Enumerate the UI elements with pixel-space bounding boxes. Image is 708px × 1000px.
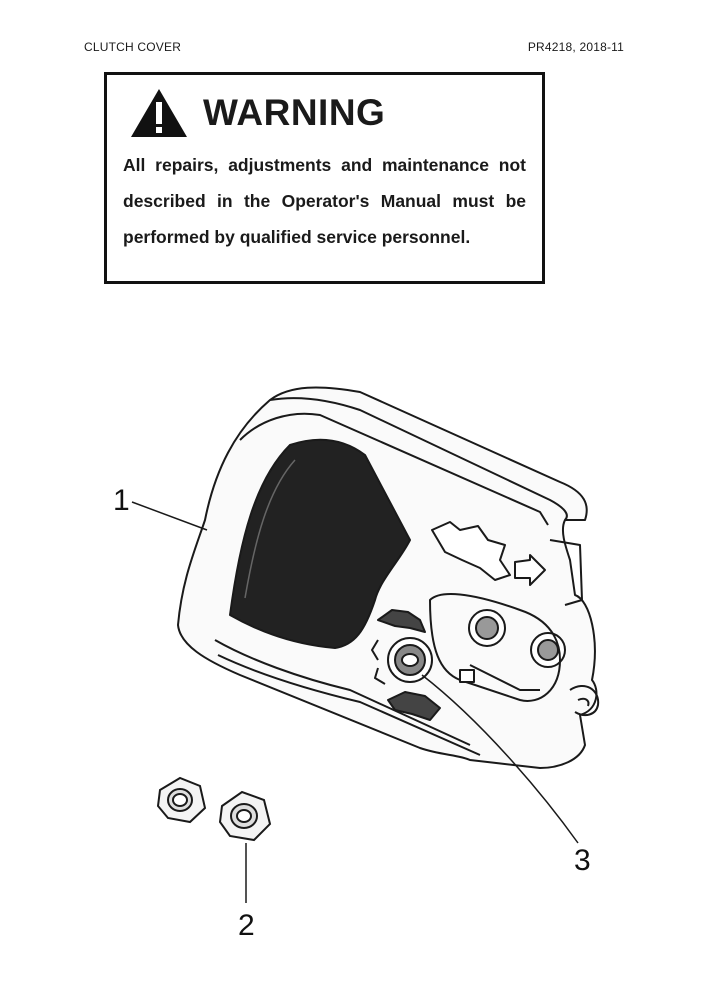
leader-line-3 (421, 674, 579, 844)
header-doc-code: PR4218, 2018-11 (527, 40, 624, 54)
clutch-cover-diagram: 1 2 3 (113, 386, 600, 942)
nut-right (218, 790, 272, 842)
callout-2: 2 (238, 909, 255, 942)
clutch-cover-part (177, 386, 600, 769)
callout-3: 3 (574, 844, 591, 877)
warning-title: WARNING (203, 92, 386, 133)
warning-triangle-icon (131, 89, 187, 137)
nut-left (156, 776, 207, 824)
warning-box: WARNING All repairs, adjustments and mai… (104, 72, 545, 284)
callout-1: 1 (113, 484, 130, 517)
leader-line-1 (131, 501, 208, 531)
warning-text: All repairs, adjustments and maintenance… (123, 155, 526, 247)
header-section-title: CLUTCH COVER (84, 40, 182, 54)
warning-title-row: WARNING (129, 85, 385, 141)
